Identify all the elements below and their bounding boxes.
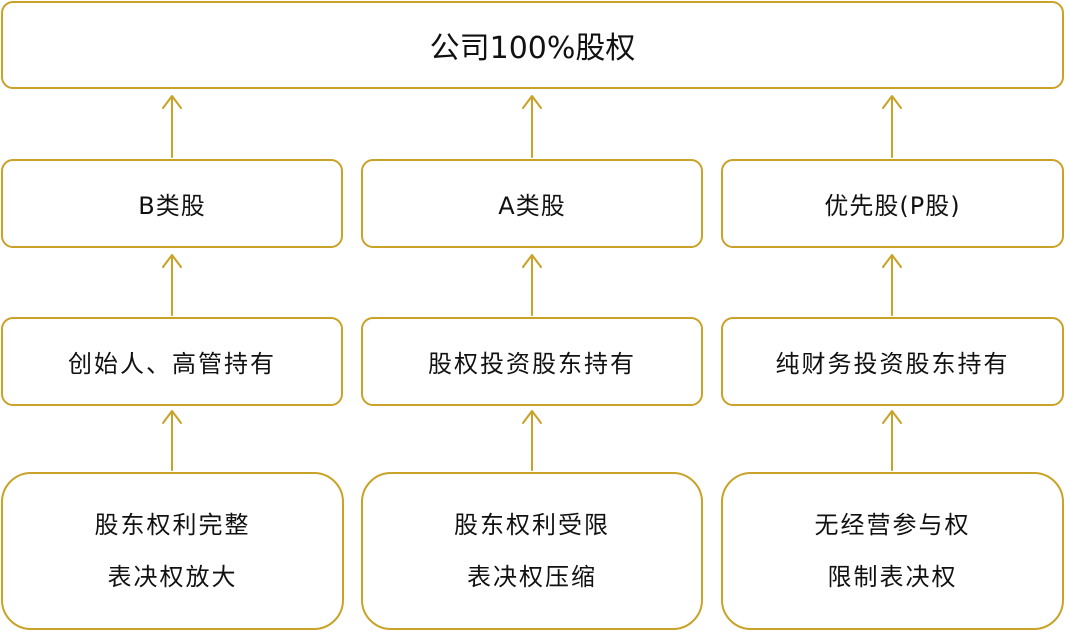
founders-holder-label: 创始人、高管持有 <box>68 350 276 378</box>
equity-investor-rights-box: 股东权利受限 表决权压缩 <box>361 472 703 630</box>
b-share-box: B类股 <box>1 159 343 248</box>
preferred-share-label: 优先股(P股) <box>824 192 961 220</box>
founders-rights-box: 股东权利完整 表决权放大 <box>1 472 344 630</box>
arrow-b-share-to-top <box>162 95 182 158</box>
equity-investor-rights-line1: 股东权利受限 <box>454 511 610 539</box>
company-equity-box: 公司100%股权 <box>1 1 1064 89</box>
arrow-rights-to-founders <box>162 410 182 471</box>
equity-investor-rights-line2: 表决权压缩 <box>467 563 597 591</box>
arrow-holder-to-b-share <box>162 254 182 316</box>
arrow-holder-to-a-share <box>522 254 542 316</box>
financial-investor-holder-label: 纯财务投资股东持有 <box>775 350 1010 378</box>
equity-investor-holder-label: 股权投资股东持有 <box>428 350 636 378</box>
founders-holder-box: 创始人、高管持有 <box>1 317 343 406</box>
financial-investor-holder-box: 纯财务投资股东持有 <box>721 317 1064 406</box>
arrow-a-share-to-top <box>522 95 542 158</box>
arrow-rights-to-financial-investor <box>882 410 902 471</box>
a-share-box: A类股 <box>361 159 703 248</box>
founders-rights-line2: 表决权放大 <box>107 563 238 591</box>
a-share-label: A类股 <box>498 192 566 220</box>
financial-investor-rights-box: 无经营参与权 限制表决权 <box>721 472 1064 630</box>
founders-rights-line1: 股东权利完整 <box>94 511 251 539</box>
arrow-rights-to-equity-investor <box>522 410 542 471</box>
financial-investor-rights-line2: 限制表决权 <box>827 563 958 591</box>
preferred-share-box: 优先股(P股) <box>721 159 1064 248</box>
arrow-holder-to-preferred-share <box>882 254 902 316</box>
financial-investor-rights-line1: 无经营参与权 <box>814 511 971 539</box>
b-share-label: B类股 <box>138 192 206 220</box>
arrow-preferred-share-to-top <box>882 95 902 158</box>
company-equity-label: 公司100%股权 <box>429 31 636 66</box>
equity-investor-holder-box: 股权投资股东持有 <box>361 317 703 406</box>
